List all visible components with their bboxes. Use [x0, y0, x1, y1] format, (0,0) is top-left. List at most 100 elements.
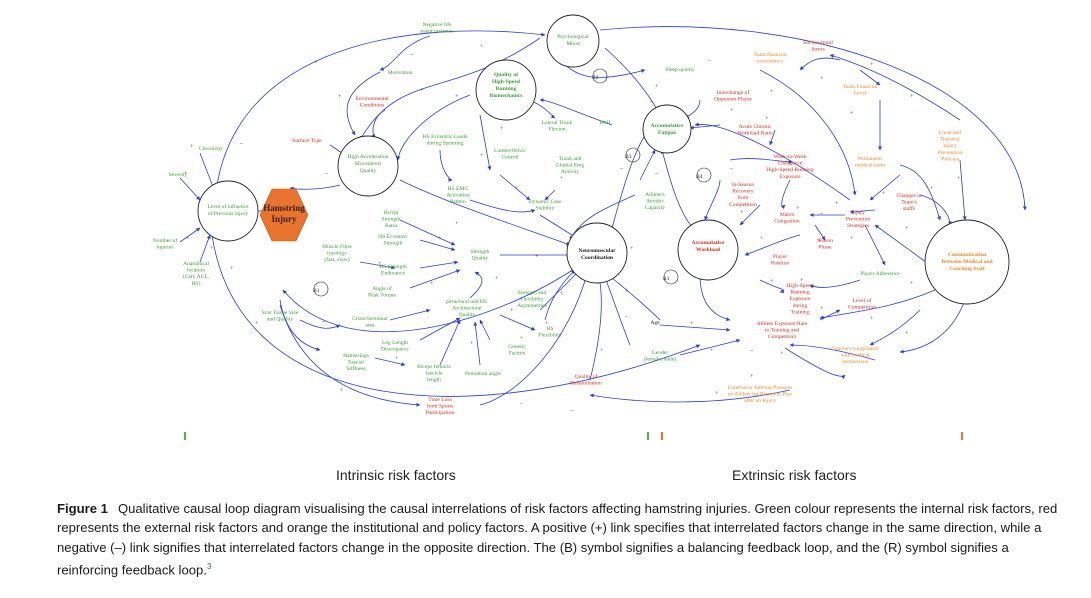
svg-text:+: + — [600, 348, 604, 354]
svg-text:+: + — [515, 186, 519, 192]
svg-text:+: + — [445, 301, 449, 307]
svg-text:+: + — [560, 291, 564, 297]
svg-text:+: + — [520, 336, 524, 342]
svg-text:+: + — [710, 348, 714, 354]
high-accel-circle — [337, 135, 399, 197]
svg-text:–: – — [624, 314, 629, 320]
svg-text:+: + — [430, 281, 434, 287]
svg-text:+: + — [186, 236, 190, 242]
svg-text:+: + — [882, 191, 886, 197]
svg-text:–: – — [707, 58, 712, 64]
svg-text:+: + — [438, 236, 442, 242]
svg-text:+: + — [800, 278, 804, 284]
svg-text:+: + — [500, 126, 504, 132]
svg-text:–: – — [749, 348, 754, 354]
causal-loop-diagram: + – + + + + + – – + + + + + – + + + + + + – + + + + +… — [153, 14, 1027, 440]
psych-mood-circle — [546, 14, 600, 68]
age-label: Age — [650, 320, 660, 326]
figure-label: Figure 1 — [57, 501, 108, 516]
svg-text:+: + — [765, 116, 769, 122]
loop-b2-label: B2 — [592, 75, 599, 81]
svg-text:+: + — [770, 89, 774, 95]
loop-b4-label: B4 — [696, 174, 703, 180]
svg-text:+: + — [690, 321, 694, 327]
svg-text:–: – — [819, 211, 824, 217]
svg-text:–: – — [519, 401, 524, 407]
svg-text:+: + — [230, 266, 234, 272]
svg-text:+: + — [760, 236, 764, 242]
svg-text:+: + — [420, 88, 424, 94]
svg-text:+: + — [395, 356, 399, 362]
loop-b3-label: B3 — [625, 154, 632, 160]
svg-text:+: + — [510, 308, 514, 314]
svg-text:+: + — [455, 221, 459, 227]
caption-reference: 3 — [206, 562, 212, 572]
svg-text:–: – — [654, 171, 659, 177]
svg-text:+: + — [870, 316, 874, 322]
svg-text:+: + — [450, 338, 454, 344]
sleep-quality-label: Sleep quality — [665, 67, 695, 73]
loop-b1-label: B1 — [313, 288, 320, 294]
svg-text:+: + — [850, 111, 854, 117]
svg-text:+: + — [210, 246, 214, 252]
bmi-label: BMI — [600, 120, 611, 126]
svg-text:–: – — [324, 171, 329, 177]
svg-text:+: + — [750, 374, 754, 380]
svg-text:–: – — [649, 99, 654, 105]
accum-fatigue-circle — [642, 104, 692, 154]
svg-text:+: + — [378, 261, 382, 267]
svg-text:+: + — [480, 44, 484, 50]
quality-biomech-circle — [475, 59, 537, 121]
svg-text:+: + — [796, 206, 800, 212]
svg-text:+: + — [314, 60, 318, 66]
extrinsic-brace — [660, 432, 964, 440]
svg-text:+: + — [495, 276, 499, 282]
svg-text:+: + — [715, 391, 719, 397]
player-adherence-label: Player Adherence — [860, 271, 900, 277]
svg-text:+: + — [255, 321, 259, 327]
intrinsic-risk-factors-label: Intrinsic risk factors — [336, 467, 456, 483]
accum-workload-circle — [677, 219, 739, 281]
svg-text:–: – — [321, 319, 326, 325]
communication-circle — [924, 219, 1010, 305]
svg-text:+: + — [480, 153, 484, 159]
svg-text:+: + — [820, 306, 824, 312]
svg-text:+: + — [740, 210, 744, 216]
svg-text:+: + — [455, 94, 459, 100]
svg-text:+: + — [190, 144, 194, 150]
motivation-label: Motivation — [388, 70, 413, 76]
svg-text:+: + — [820, 76, 824, 82]
chronicity-label: Chronicity — [199, 146, 223, 152]
surface-type-label: Surface Type — [292, 137, 322, 144]
svg-text:+: + — [770, 279, 774, 285]
svg-text:+: + — [184, 171, 188, 177]
